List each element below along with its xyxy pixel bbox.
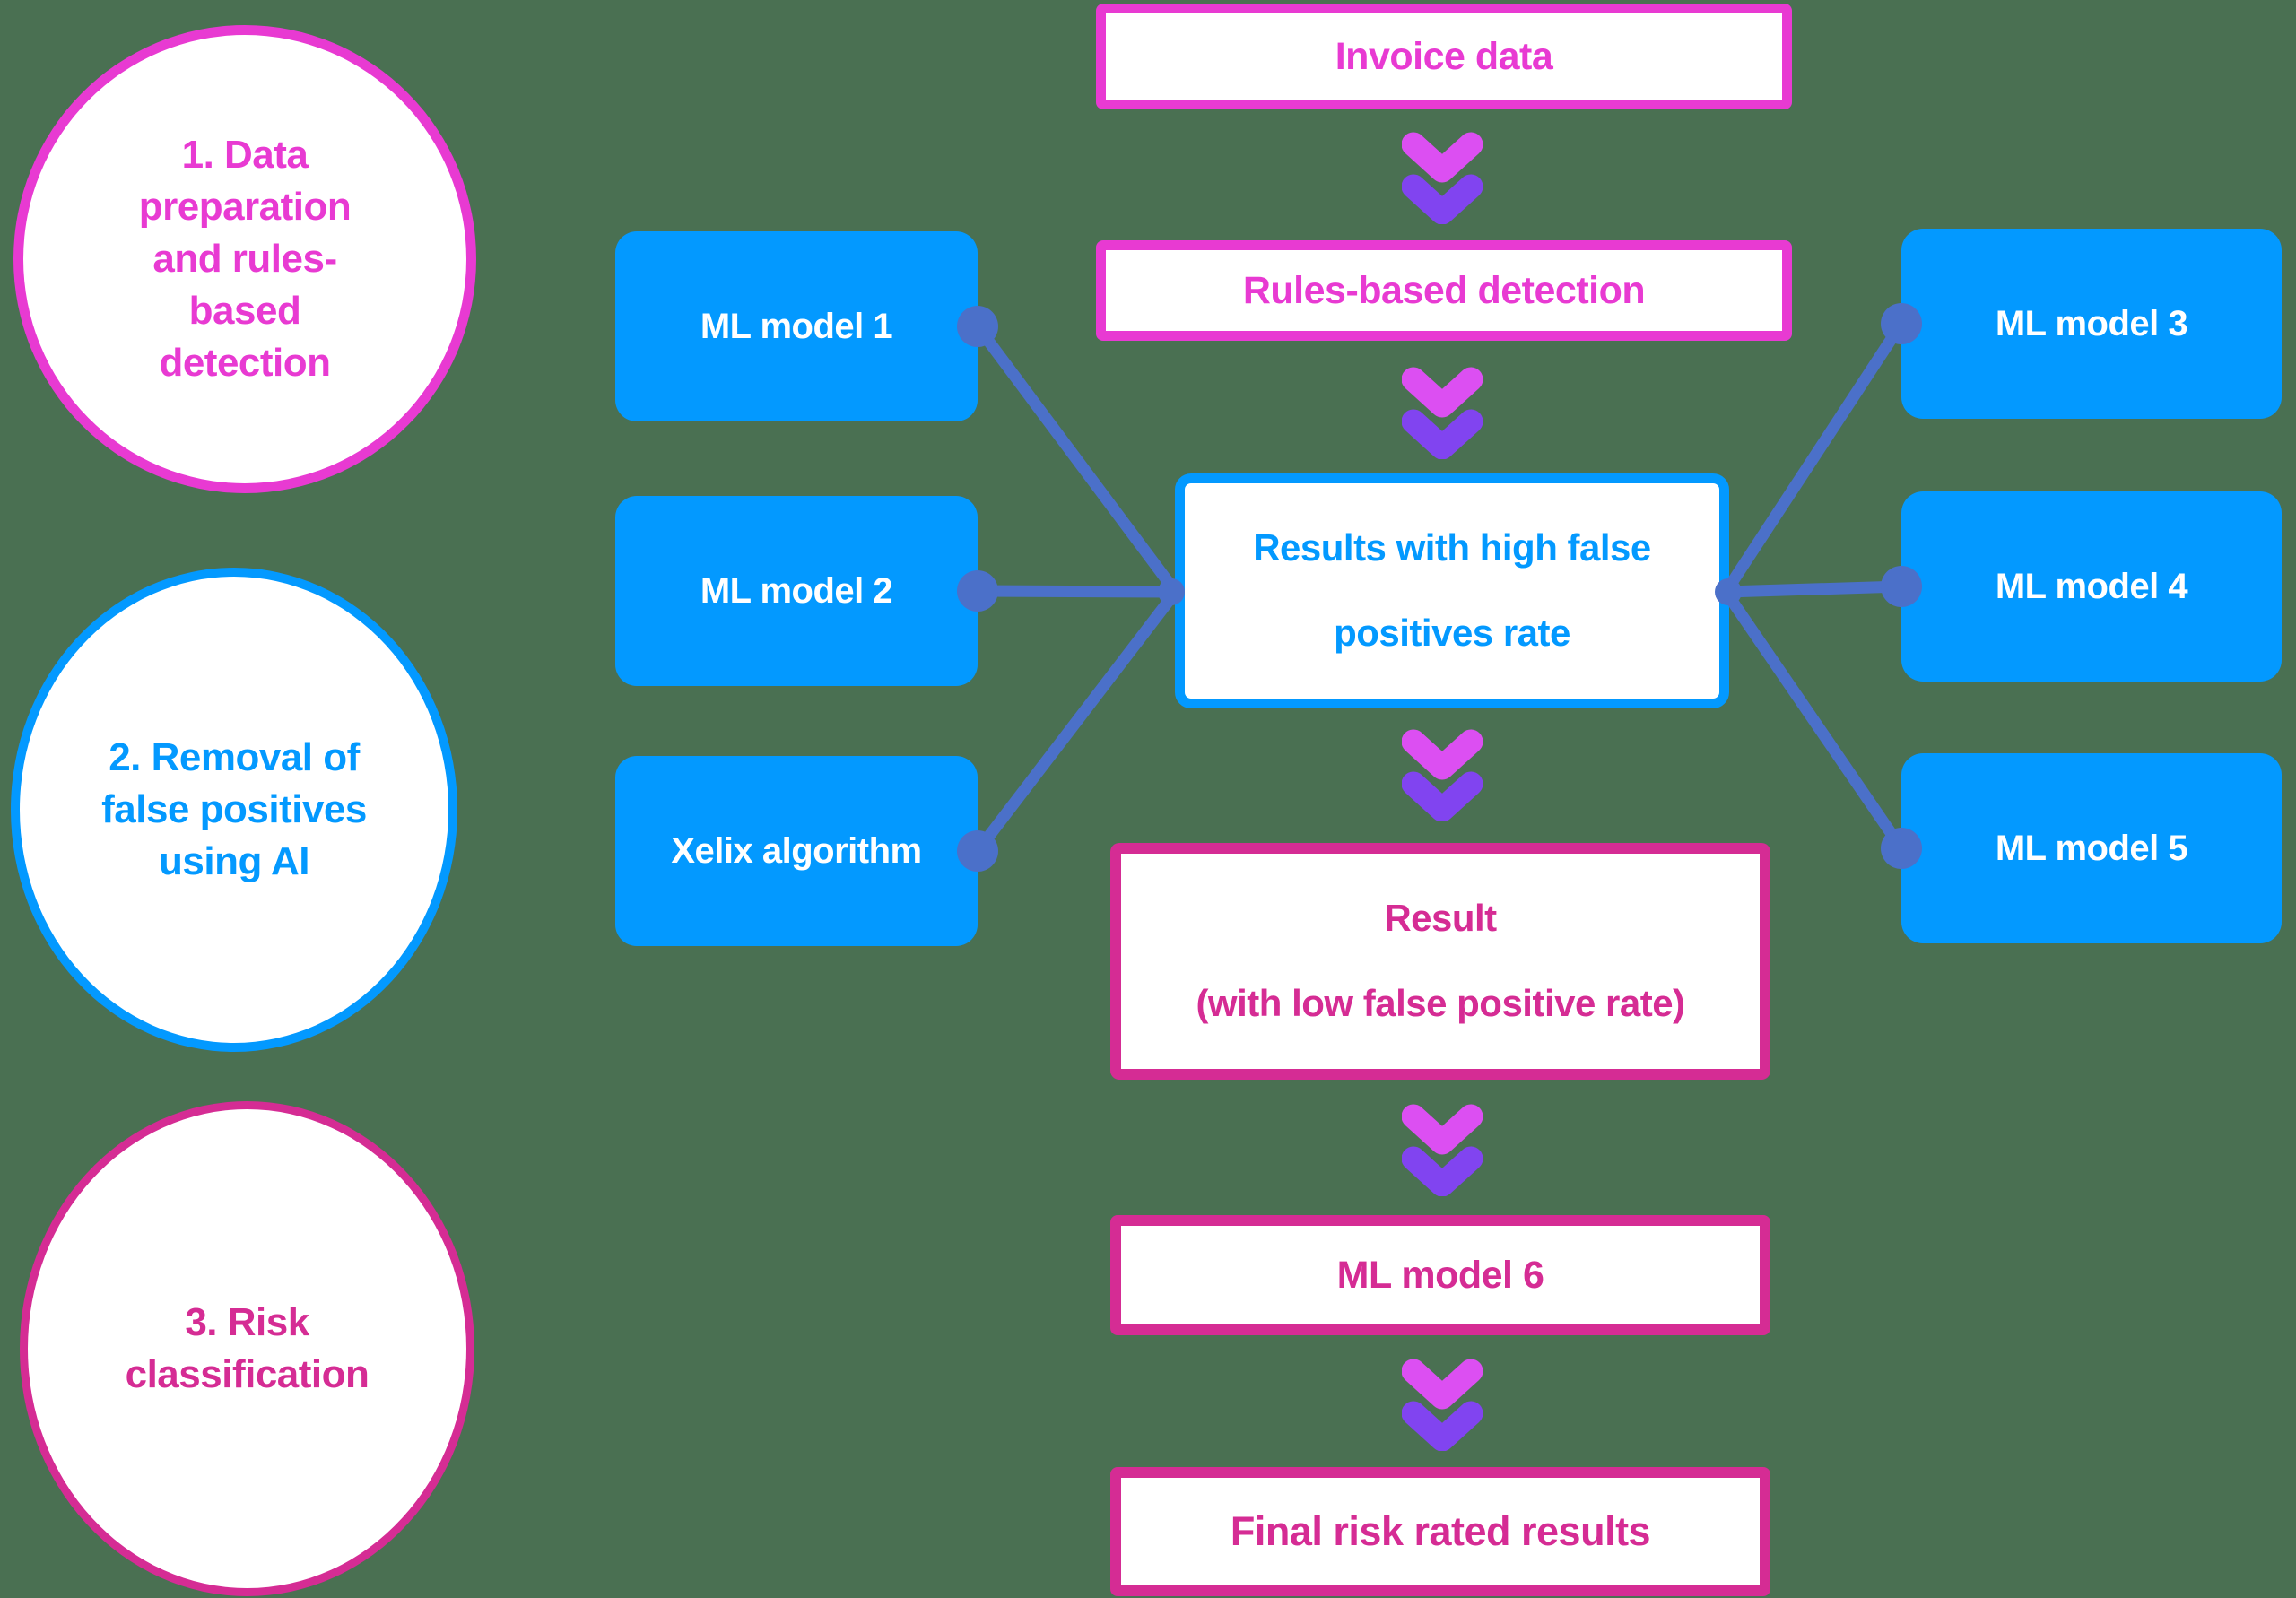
chevron-top-icon [1402, 729, 1483, 780]
invoice-data-label: Invoice data [1335, 34, 1553, 78]
chevron-top-icon [1402, 1359, 1483, 1410]
ml-model-1-label: ML model 1 [700, 306, 893, 346]
ml-model-4-box: ML model 4 [1901, 491, 2282, 682]
stage-circle-risk-classification: 3. Risk classification [20, 1101, 474, 1596]
right-connector-lines [1720, 317, 1908, 855]
chevron-bottom-icon [1402, 1401, 1483, 1451]
ml-model-1-box: ML model 1 [615, 231, 978, 421]
ml-model-3-box: ML model 3 [1901, 229, 2282, 419]
chevron-bottom-icon [1402, 1146, 1483, 1196]
ml-model-3-label: ML model 3 [1995, 303, 2188, 343]
chevron-top-icon [1402, 367, 1483, 418]
chevron-bottom-icon [1402, 771, 1483, 821]
chevron-top-icon [1402, 132, 1483, 183]
result-low-false-positive-box: Result (with low false positive rate) [1110, 843, 1770, 1080]
rules-based-detection-box: Rules-based detection [1096, 240, 1792, 341]
stage-label: 2. Removal of false positives using AI [101, 734, 367, 884]
chevron-down-arrow-icon [1402, 729, 1483, 821]
results-high-false-positives-box: Results with high false positives rate [1175, 473, 1729, 708]
left-connector-lines [971, 320, 1181, 857]
chevron-down-arrow-icon [1402, 132, 1483, 224]
chevron-down-arrow-icon [1402, 1359, 1483, 1451]
final-risk-rated-results-label: Final risk rated results [1230, 1508, 1651, 1554]
ml-model-6-label: ML model 6 [1336, 1253, 1544, 1297]
invoice-data-box: Invoice data [1096, 4, 1792, 109]
ml-model-2-box: ML model 2 [615, 496, 978, 686]
chevron-bottom-icon [1402, 174, 1483, 224]
chevron-down-arrow-icon [1402, 367, 1483, 459]
stage-circle-data-preparation: 1. Data preparation and rules- based det… [13, 25, 476, 493]
result-low-false-positive-label: Result (with low false positive rate) [1196, 897, 1685, 1024]
stage-label: 1. Data preparation and rules- based det… [138, 132, 352, 386]
ml-model-5-label: ML model 5 [1995, 828, 2188, 868]
ml-model-5-box: ML model 5 [1901, 753, 2282, 943]
xelix-algorithm-label: Xelix algorithm [671, 830, 922, 871]
final-risk-rated-results-box: Final risk rated results [1110, 1467, 1770, 1596]
chevron-down-arrow-icon [1402, 1104, 1483, 1196]
stage-circle-false-positive-removal: 2. Removal of false positives using AI [11, 568, 457, 1052]
ml-model-6-box: ML model 6 [1110, 1215, 1770, 1335]
xelix-algorithm-box: Xelix algorithm [615, 756, 978, 946]
ml-model-4-label: ML model 4 [1995, 566, 2188, 606]
ml-model-2-label: ML model 2 [700, 570, 893, 611]
results-high-false-positives-label: Results with high false positives rate [1253, 526, 1651, 654]
chevron-bottom-icon [1402, 409, 1483, 459]
stage-label: 3. Risk classification [125, 1299, 370, 1396]
rules-based-detection-label: Rules-based detection [1242, 268, 1646, 312]
chevron-top-icon [1402, 1104, 1483, 1155]
